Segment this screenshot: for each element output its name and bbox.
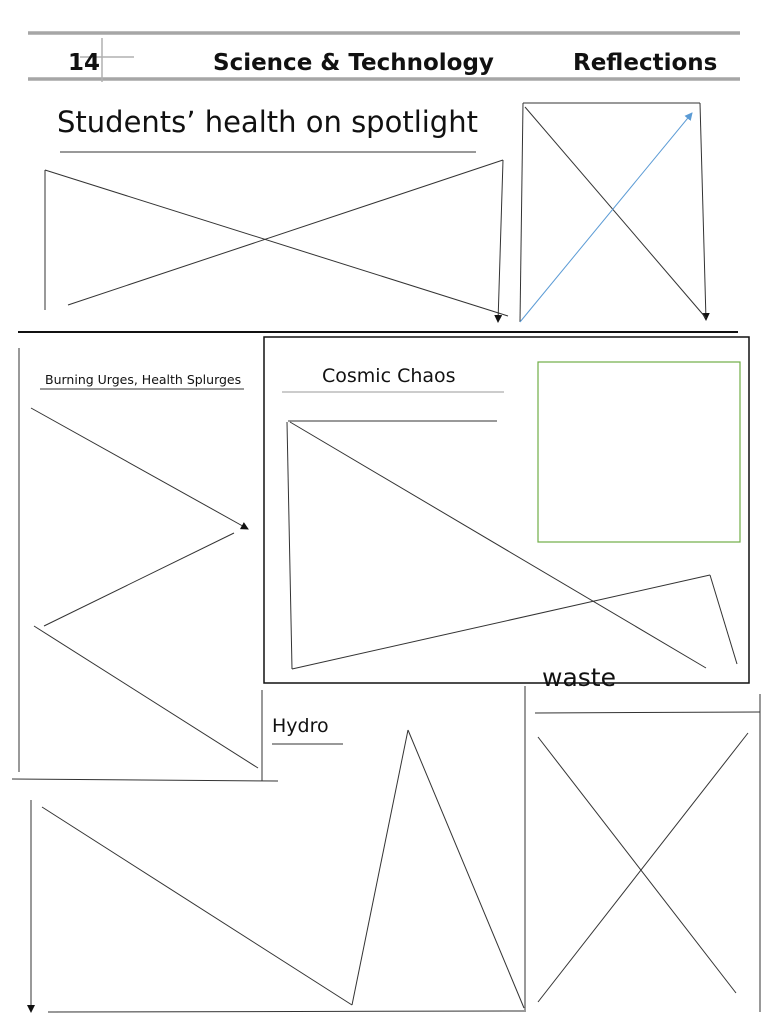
page-number: 14 bbox=[68, 50, 101, 76]
hydro-lines bbox=[27, 729, 525, 1013]
left-column-zigzag bbox=[30, 407, 259, 769]
top-left-placeholder bbox=[44, 159, 509, 323]
main-headline: Students’ health on spotlight bbox=[57, 105, 478, 139]
column-title: Reflections bbox=[573, 50, 718, 76]
cosmic-chaos-lines bbox=[286, 420, 738, 670]
waste-frame bbox=[524, 686, 761, 1012]
hydro-headline: Hydro bbox=[272, 715, 329, 737]
cosmic-chaos-headline: Cosmic Chaos bbox=[322, 365, 456, 387]
burning-urges-headline: Burning Urges, Health Splurges bbox=[45, 372, 242, 387]
cosmic-chaos-frame bbox=[263, 336, 750, 684]
waste-headline: waste bbox=[542, 663, 616, 692]
section-title: Science & Technology bbox=[213, 50, 494, 76]
left-column-frame bbox=[11, 348, 279, 782]
green-image-frame bbox=[537, 361, 741, 543]
top-right-placeholder bbox=[519, 102, 710, 323]
